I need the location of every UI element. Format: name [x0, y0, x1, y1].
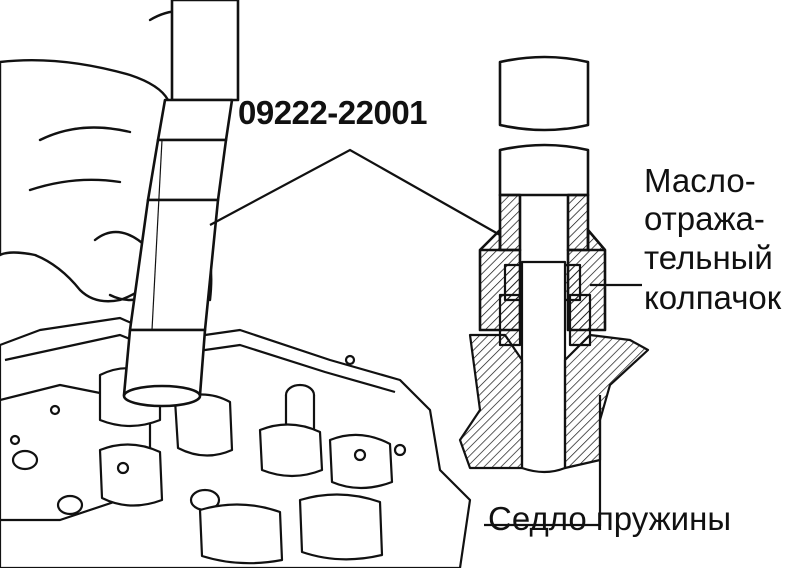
hand-illustration — [0, 9, 213, 303]
oil-seal-label-line-3: тельный — [644, 239, 773, 276]
oil-seal-label-line-2: отража- — [644, 200, 765, 237]
head-section — [458, 333, 650, 470]
oil-seal-label-line-4: колпачок — [644, 279, 782, 316]
installer-tool — [122, 0, 240, 408]
part-number-label: 09222-22001 — [238, 94, 428, 131]
cylinder-head — [0, 316, 472, 568]
spring-seat-label: Седло пружины — [488, 500, 732, 537]
oil-seal-label-line-1: Масло- — [644, 162, 756, 199]
